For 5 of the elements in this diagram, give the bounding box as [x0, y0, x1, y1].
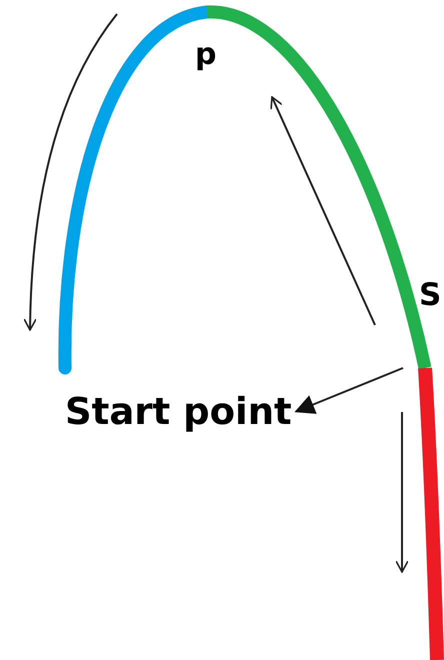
point-label: p [195, 40, 216, 70]
annotation-text: Start point [65, 393, 296, 430]
point-label: S [419, 280, 442, 311]
curve-segment [418, 368, 444, 660]
arrow [294, 367, 404, 414]
